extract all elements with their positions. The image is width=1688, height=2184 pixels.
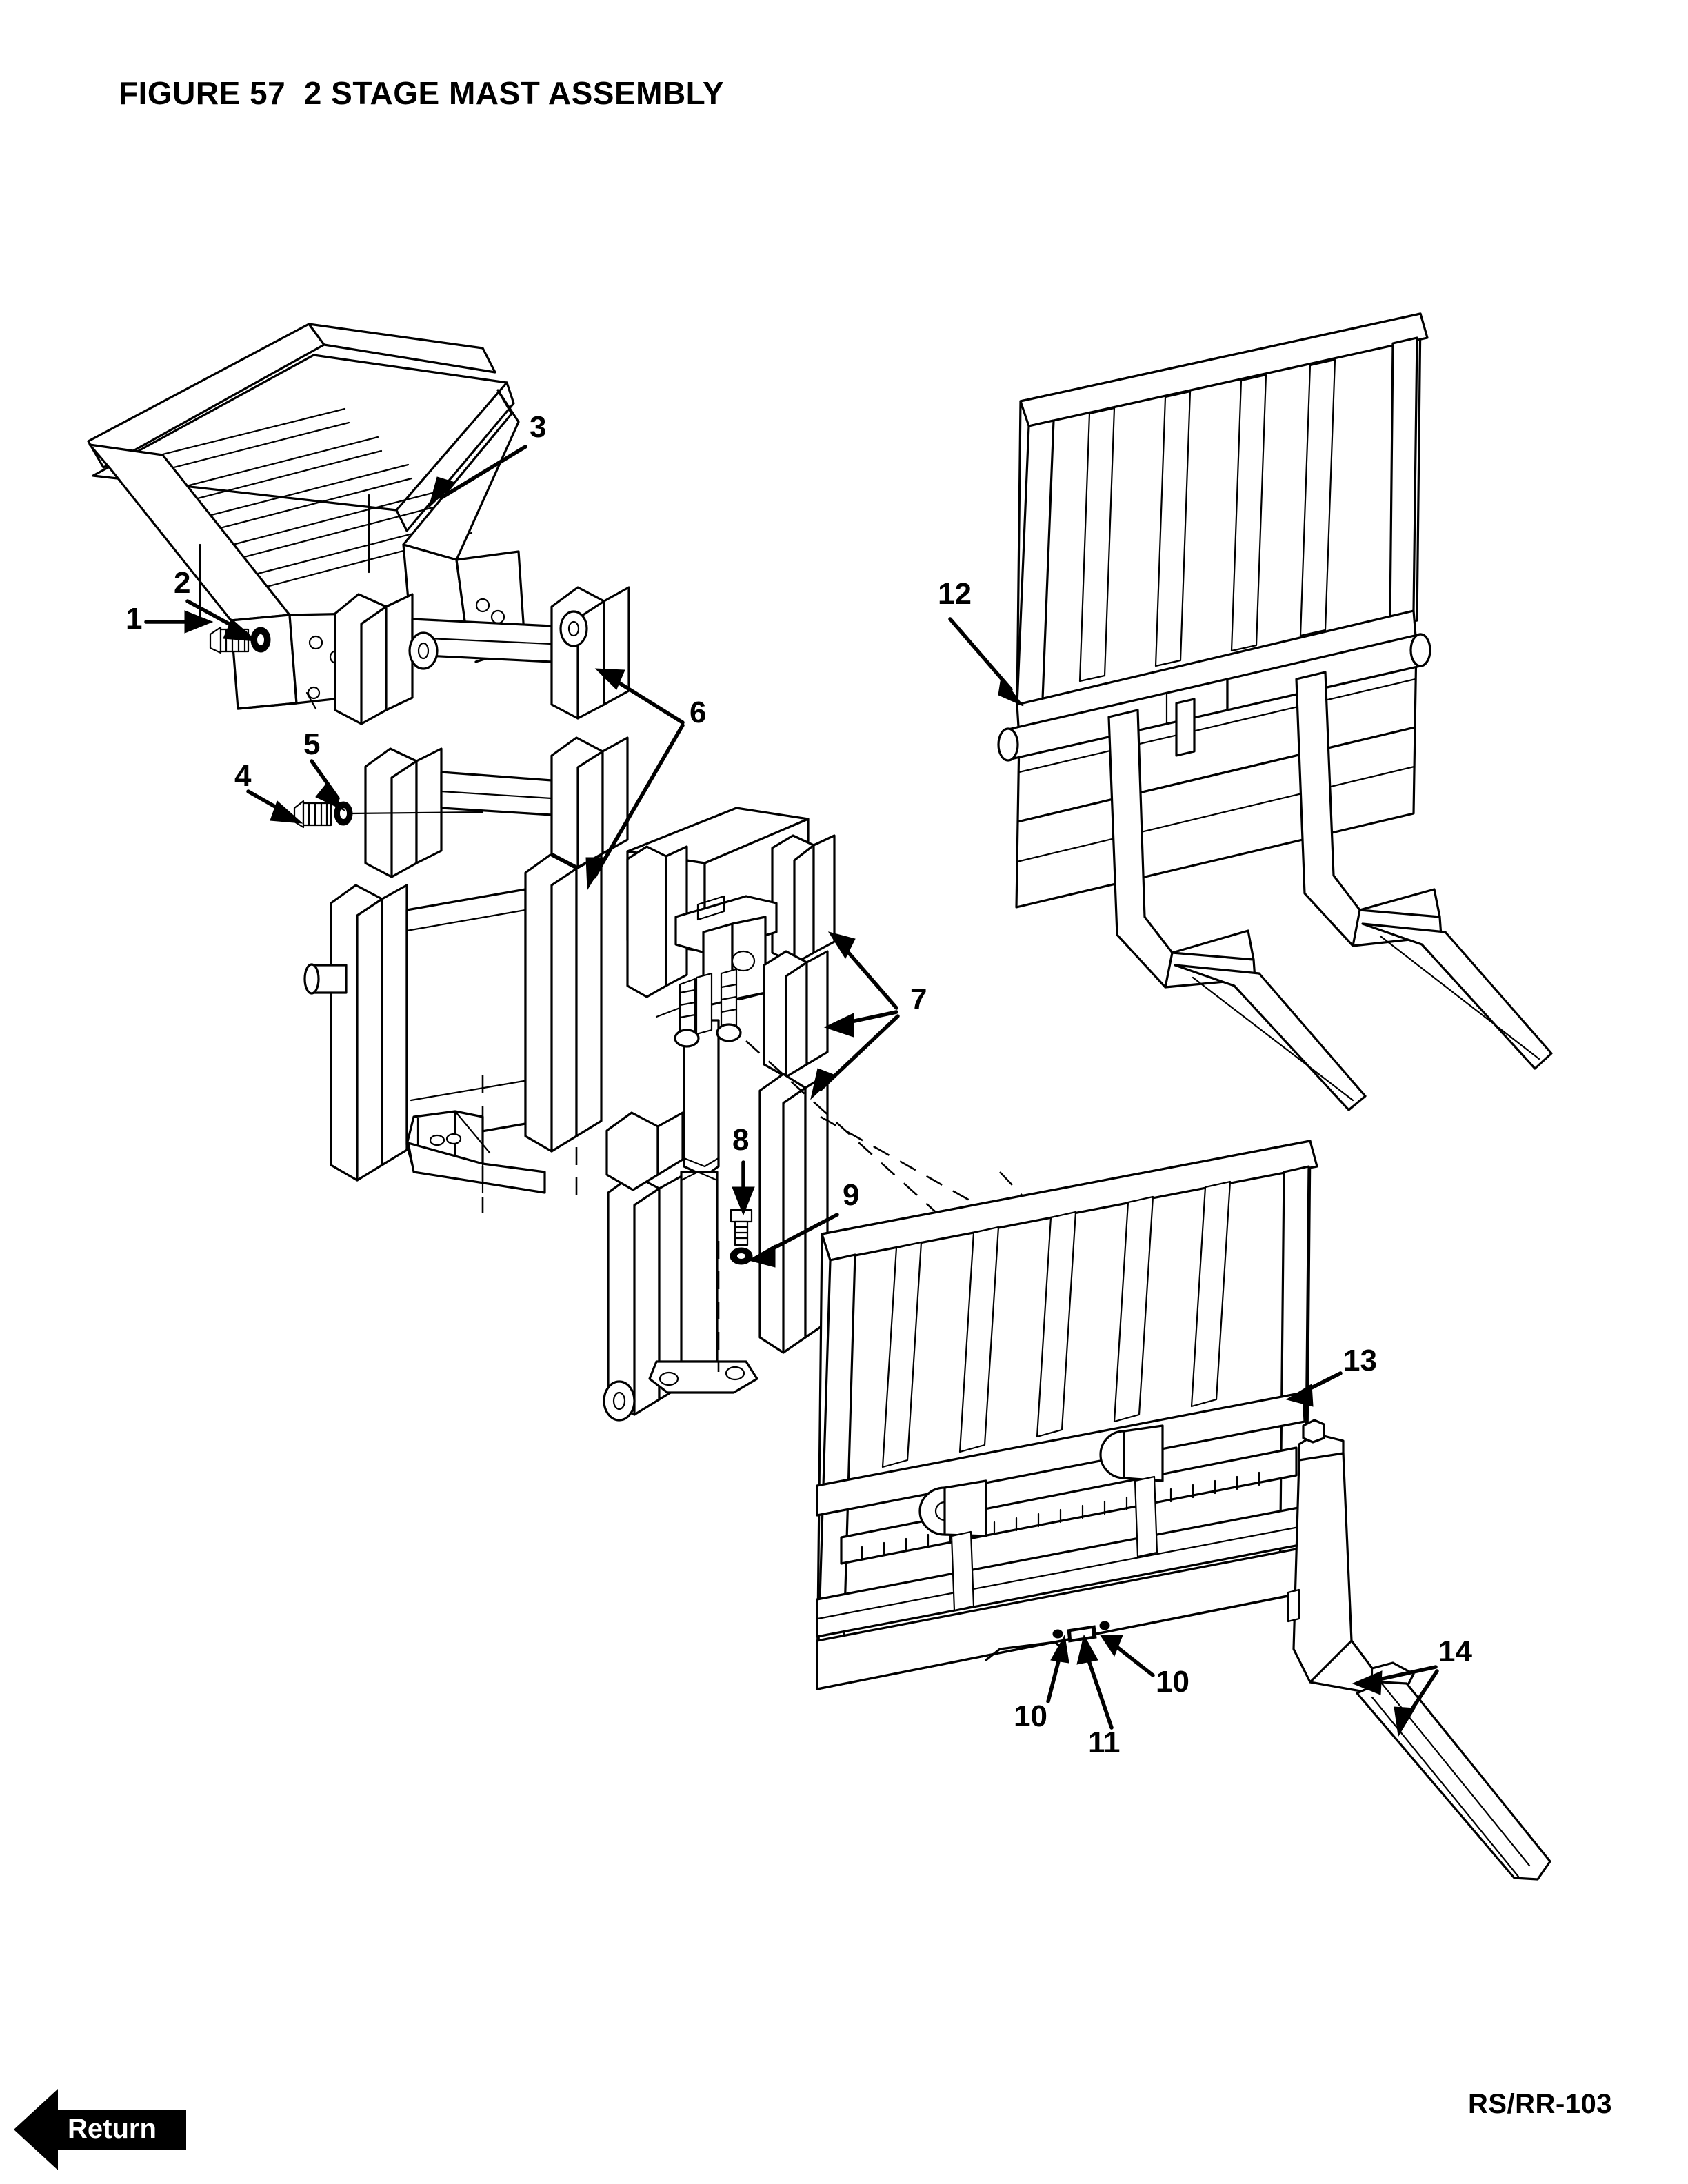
- callout-number-6: 6: [690, 696, 707, 729]
- leader-10-left: [1046, 1634, 1069, 1703]
- part-washer-9: [730, 1247, 753, 1265]
- leader-6: [585, 668, 685, 891]
- leader-7: [810, 931, 900, 1100]
- part-carriage-lower: [816, 1140, 1318, 1690]
- callout-number-10-left: 10: [1014, 1699, 1047, 1733]
- part-channel-left-tall: [605, 1111, 684, 1191]
- leader-10-right: [1100, 1635, 1155, 1677]
- leader-11: [1076, 1634, 1114, 1730]
- leader-12: [948, 617, 1024, 707]
- callout-number-10-right: 10: [1156, 1665, 1189, 1699]
- callout-number-4: 4: [234, 759, 252, 793]
- return-button[interactable]: Return: [14, 2089, 186, 2170]
- part-mast-channel-6b: [364, 736, 629, 878]
- callout-number-1: 1: [125, 602, 143, 636]
- leader-8: [732, 1160, 755, 1216]
- part-capscrew-8: [730, 1209, 753, 1246]
- part-washer-2: [250, 627, 271, 653]
- part-lift-cylinder: [648, 1019, 758, 1394]
- callout-number-11: 11: [1088, 1726, 1121, 1759]
- callout-number-12: 12: [938, 577, 972, 611]
- leader-4: [246, 789, 303, 824]
- part-carriage-upper: [997, 312, 1553, 1111]
- callout-number-8: 8: [732, 1123, 750, 1157]
- callout-number-2: 2: [174, 566, 191, 600]
- callout-number-9: 9: [843, 1178, 860, 1212]
- leader-9: [747, 1213, 839, 1268]
- leader-13: [1285, 1371, 1343, 1407]
- part-inner-mast-left: [303, 853, 603, 1194]
- carriage-roller-left: [918, 1479, 987, 1537]
- page-title: FIGURE 57 2 STAGE MAST ASSEMBLY: [119, 75, 725, 111]
- part-mast-channel-6a: [334, 586, 630, 725]
- footer-document-code: RS/RR-103: [1467, 2089, 1612, 2119]
- leader-2: [185, 599, 258, 642]
- callout-number-3: 3: [530, 410, 547, 444]
- callout-number-5: 5: [303, 727, 321, 761]
- callout-number-7: 7: [910, 982, 927, 1016]
- leader-1: [144, 610, 214, 634]
- leader-5: [310, 759, 346, 812]
- leader-14: [1352, 1665, 1439, 1737]
- callout-number-13: 13: [1343, 1344, 1377, 1377]
- leader-3: [428, 445, 528, 509]
- part-crosshead-assembly: [626, 807, 836, 1354]
- part-fork-lower: [1287, 1419, 1551, 1881]
- part-capscrew-4: [293, 800, 332, 829]
- carriage-roller-right: [1099, 1424, 1164, 1482]
- left-arrow-icon: [14, 2089, 186, 2170]
- callout-number-14: 14: [1438, 1635, 1472, 1668]
- part-mast-channel-lower-left: [603, 1173, 685, 1422]
